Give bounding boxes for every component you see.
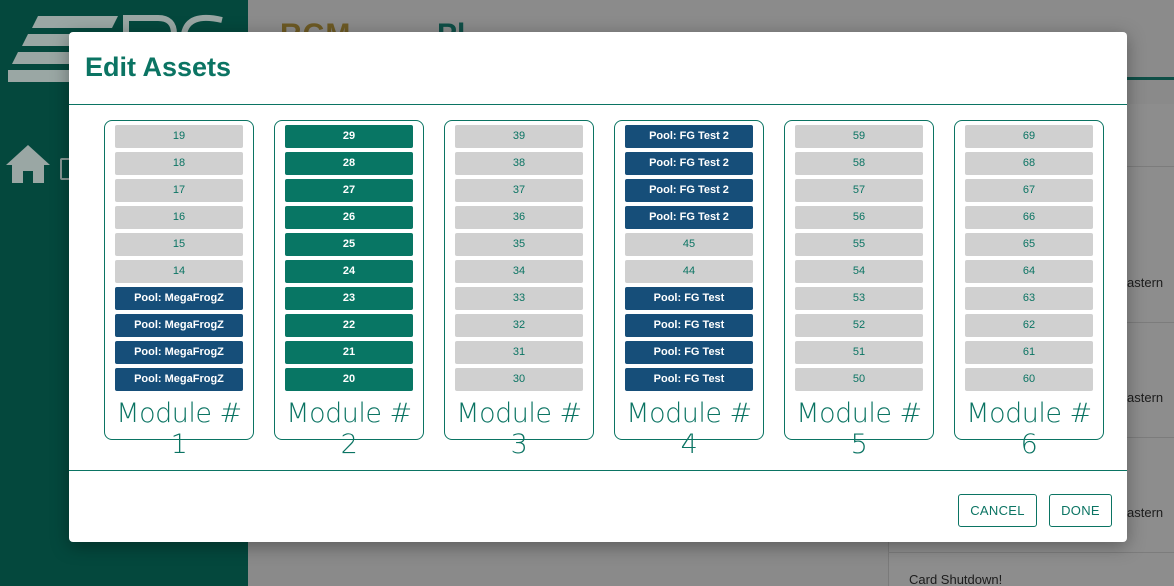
asset-slot[interactable]: 23 <box>285 287 413 310</box>
done-button[interactable]: DONE <box>1049 494 1112 527</box>
asset-slot[interactable]: 50 <box>795 368 923 391</box>
asset-slot[interactable]: Pool: FG Test <box>625 287 753 310</box>
module-label: Module # 6 <box>966 398 1092 460</box>
asset-slot[interactable]: 29 <box>285 125 413 148</box>
asset-slot[interactable]: 44 <box>625 260 753 283</box>
module-label: Module # 2 <box>286 398 412 460</box>
asset-slot[interactable]: 68 <box>965 152 1093 175</box>
cancel-button[interactable]: CANCEL <box>958 494 1037 527</box>
asset-slot[interactable]: 17 <box>115 179 243 202</box>
asset-slot[interactable]: 60 <box>965 368 1093 391</box>
asset-slot[interactable]: 21 <box>285 341 413 364</box>
asset-slot[interactable]: 57 <box>795 179 923 202</box>
module-label: Module # 5 <box>796 398 922 460</box>
asset-slot[interactable]: Pool: FG Test 2 <box>625 152 753 175</box>
asset-slot[interactable]: 52 <box>795 314 923 337</box>
asset-slot[interactable]: 38 <box>455 152 583 175</box>
module-label: Module # 4 <box>626 398 752 460</box>
dialog-divider <box>69 470 1127 471</box>
asset-slot[interactable]: 19 <box>115 125 243 148</box>
asset-slot[interactable]: Pool: MegaFrogZ <box>115 314 243 337</box>
asset-slot[interactable]: 22 <box>285 314 413 337</box>
asset-slot[interactable]: 15 <box>115 233 243 256</box>
asset-slot[interactable]: 61 <box>965 341 1093 364</box>
asset-slot[interactable]: Pool: FG Test 2 <box>625 125 753 148</box>
dialog-title: Edit Assets <box>85 52 232 82</box>
panel-text: Card Shutdown! <box>909 572 1003 586</box>
asset-slot[interactable]: 67 <box>965 179 1093 202</box>
panel-divider <box>888 552 1174 553</box>
asset-slot[interactable]: 56 <box>795 206 923 229</box>
dialog-divider <box>69 104 1127 105</box>
asset-slot[interactable]: 32 <box>455 314 583 337</box>
asset-slot[interactable]: 37 <box>455 179 583 202</box>
asset-slot[interactable]: Pool: MegaFrogZ <box>115 341 243 364</box>
asset-slot[interactable]: Pool: FG Test <box>625 341 753 364</box>
asset-slot[interactable]: 45 <box>625 233 753 256</box>
asset-slot[interactable]: 39 <box>455 125 583 148</box>
asset-slot[interactable]: 54 <box>795 260 923 283</box>
asset-slot[interactable]: 27 <box>285 179 413 202</box>
home-icon <box>6 145 50 183</box>
asset-slot[interactable]: 26 <box>285 206 413 229</box>
asset-slot[interactable]: 69 <box>965 125 1093 148</box>
asset-slot[interactable]: 18 <box>115 152 243 175</box>
asset-slot[interactable]: 16 <box>115 206 243 229</box>
panel-text: astern <box>1127 275 1164 290</box>
asset-slot[interactable]: Pool: FG Test <box>625 368 753 391</box>
module-label: Module # 3 <box>456 398 582 460</box>
panel-text: astern <box>1127 390 1164 405</box>
module-label: Module # 1 <box>116 398 242 460</box>
asset-slot[interactable]: 51 <box>795 341 923 364</box>
asset-slot[interactable]: Pool: FG Test <box>625 314 753 337</box>
asset-slot[interactable]: 65 <box>965 233 1093 256</box>
asset-slot[interactable]: 30 <box>455 368 583 391</box>
asset-slot[interactable]: 14 <box>115 260 243 283</box>
asset-slot[interactable]: 20 <box>285 368 413 391</box>
asset-slot[interactable]: 53 <box>795 287 923 310</box>
asset-slot[interactable]: 66 <box>965 206 1093 229</box>
asset-slot[interactable]: Pool: FG Test 2 <box>625 206 753 229</box>
asset-slot[interactable]: 33 <box>455 287 583 310</box>
asset-slot[interactable]: Pool: FG Test 2 <box>625 179 753 202</box>
asset-slot[interactable]: 63 <box>965 287 1093 310</box>
asset-slot[interactable]: 24 <box>285 260 413 283</box>
asset-slot[interactable]: 31 <box>455 341 583 364</box>
asset-slot[interactable]: 62 <box>965 314 1093 337</box>
asset-slot[interactable]: 34 <box>455 260 583 283</box>
asset-slot[interactable]: 25 <box>285 233 413 256</box>
asset-slot[interactable]: 59 <box>795 125 923 148</box>
panel-text: astern <box>1127 505 1164 520</box>
asset-slot[interactable]: Pool: MegaFrogZ <box>115 287 243 310</box>
asset-slot[interactable]: 36 <box>455 206 583 229</box>
asset-slot[interactable]: 55 <box>795 233 923 256</box>
asset-slot[interactable]: 58 <box>795 152 923 175</box>
asset-slot[interactable]: 35 <box>455 233 583 256</box>
asset-slot[interactable]: Pool: MegaFrogZ <box>115 368 243 391</box>
asset-slot[interactable]: 64 <box>965 260 1093 283</box>
module-4: Pool: FG Test 2 Pool: FG Test 2 Pool: FG T… <box>614 120 764 460</box>
asset-slot[interactable]: 28 <box>285 152 413 175</box>
